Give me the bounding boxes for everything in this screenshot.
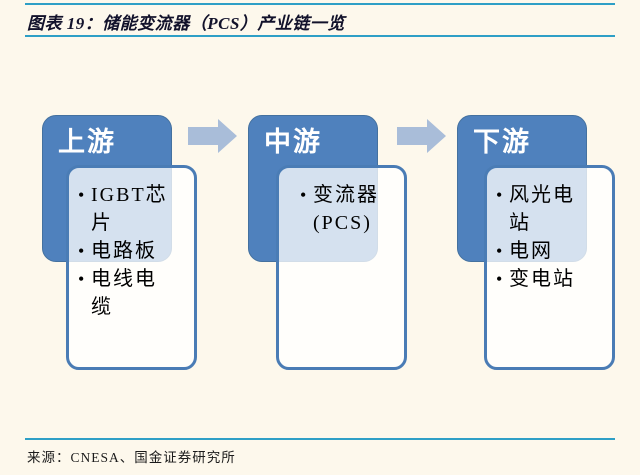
stage-heading-midstream: 中游 <box>264 127 322 157</box>
top-rule-line <box>25 3 615 5</box>
stage-card-midstream: • 变流器 (PCS) <box>276 165 407 370</box>
right-arrow-icon <box>188 119 237 153</box>
list-item: • 电网 <box>496 237 606 265</box>
list-item-text: IGBT芯 片 <box>91 184 168 234</box>
bullet-icon: • <box>78 185 87 205</box>
list-item-text: 风光电 站 <box>509 184 575 234</box>
bullet-icon: • <box>300 185 309 205</box>
list-item-text: 电线电 缆 <box>91 268 157 318</box>
list-item-text: 变流器 (PCS) <box>313 184 379 234</box>
bullet-icon: • <box>496 241 505 261</box>
list-item-text: 变电站 <box>509 268 575 290</box>
list-item: • 风光电 站 <box>496 181 606 237</box>
bullet-icon: • <box>496 185 505 205</box>
list-item: • 电线电 缆 <box>78 265 188 321</box>
bullet-icon: • <box>78 241 87 261</box>
list-item: • 电路板 <box>78 237 188 265</box>
title-underline-rule <box>25 35 615 37</box>
source-divider-rule <box>25 438 615 440</box>
right-arrow-icon <box>397 119 446 153</box>
list-item-text: 电网 <box>509 240 553 262</box>
bullet-icon: • <box>78 269 87 289</box>
stage-card-downstream: • 风光电 站 • 电网 • 变电站 <box>484 165 615 370</box>
stage-card-upstream: • IGBT芯 片 • 电路板 • 电线电 缆 <box>66 165 197 370</box>
source-note: 来源：CNESA、国金证券研究所 <box>27 450 236 465</box>
list-item-text: 电路板 <box>91 240 157 262</box>
list-item: • IGBT芯 片 <box>78 181 188 237</box>
bullet-icon: • <box>496 269 505 289</box>
stage-heading-downstream: 下游 <box>473 127 531 157</box>
list-item: • 变电站 <box>496 265 606 293</box>
list-item: • 变流器 (PCS) <box>300 181 398 237</box>
figure-title: 图表 19：储能变流器（PCS）产业链一览 <box>27 14 345 33</box>
stage-heading-upstream: 上游 <box>58 127 116 157</box>
